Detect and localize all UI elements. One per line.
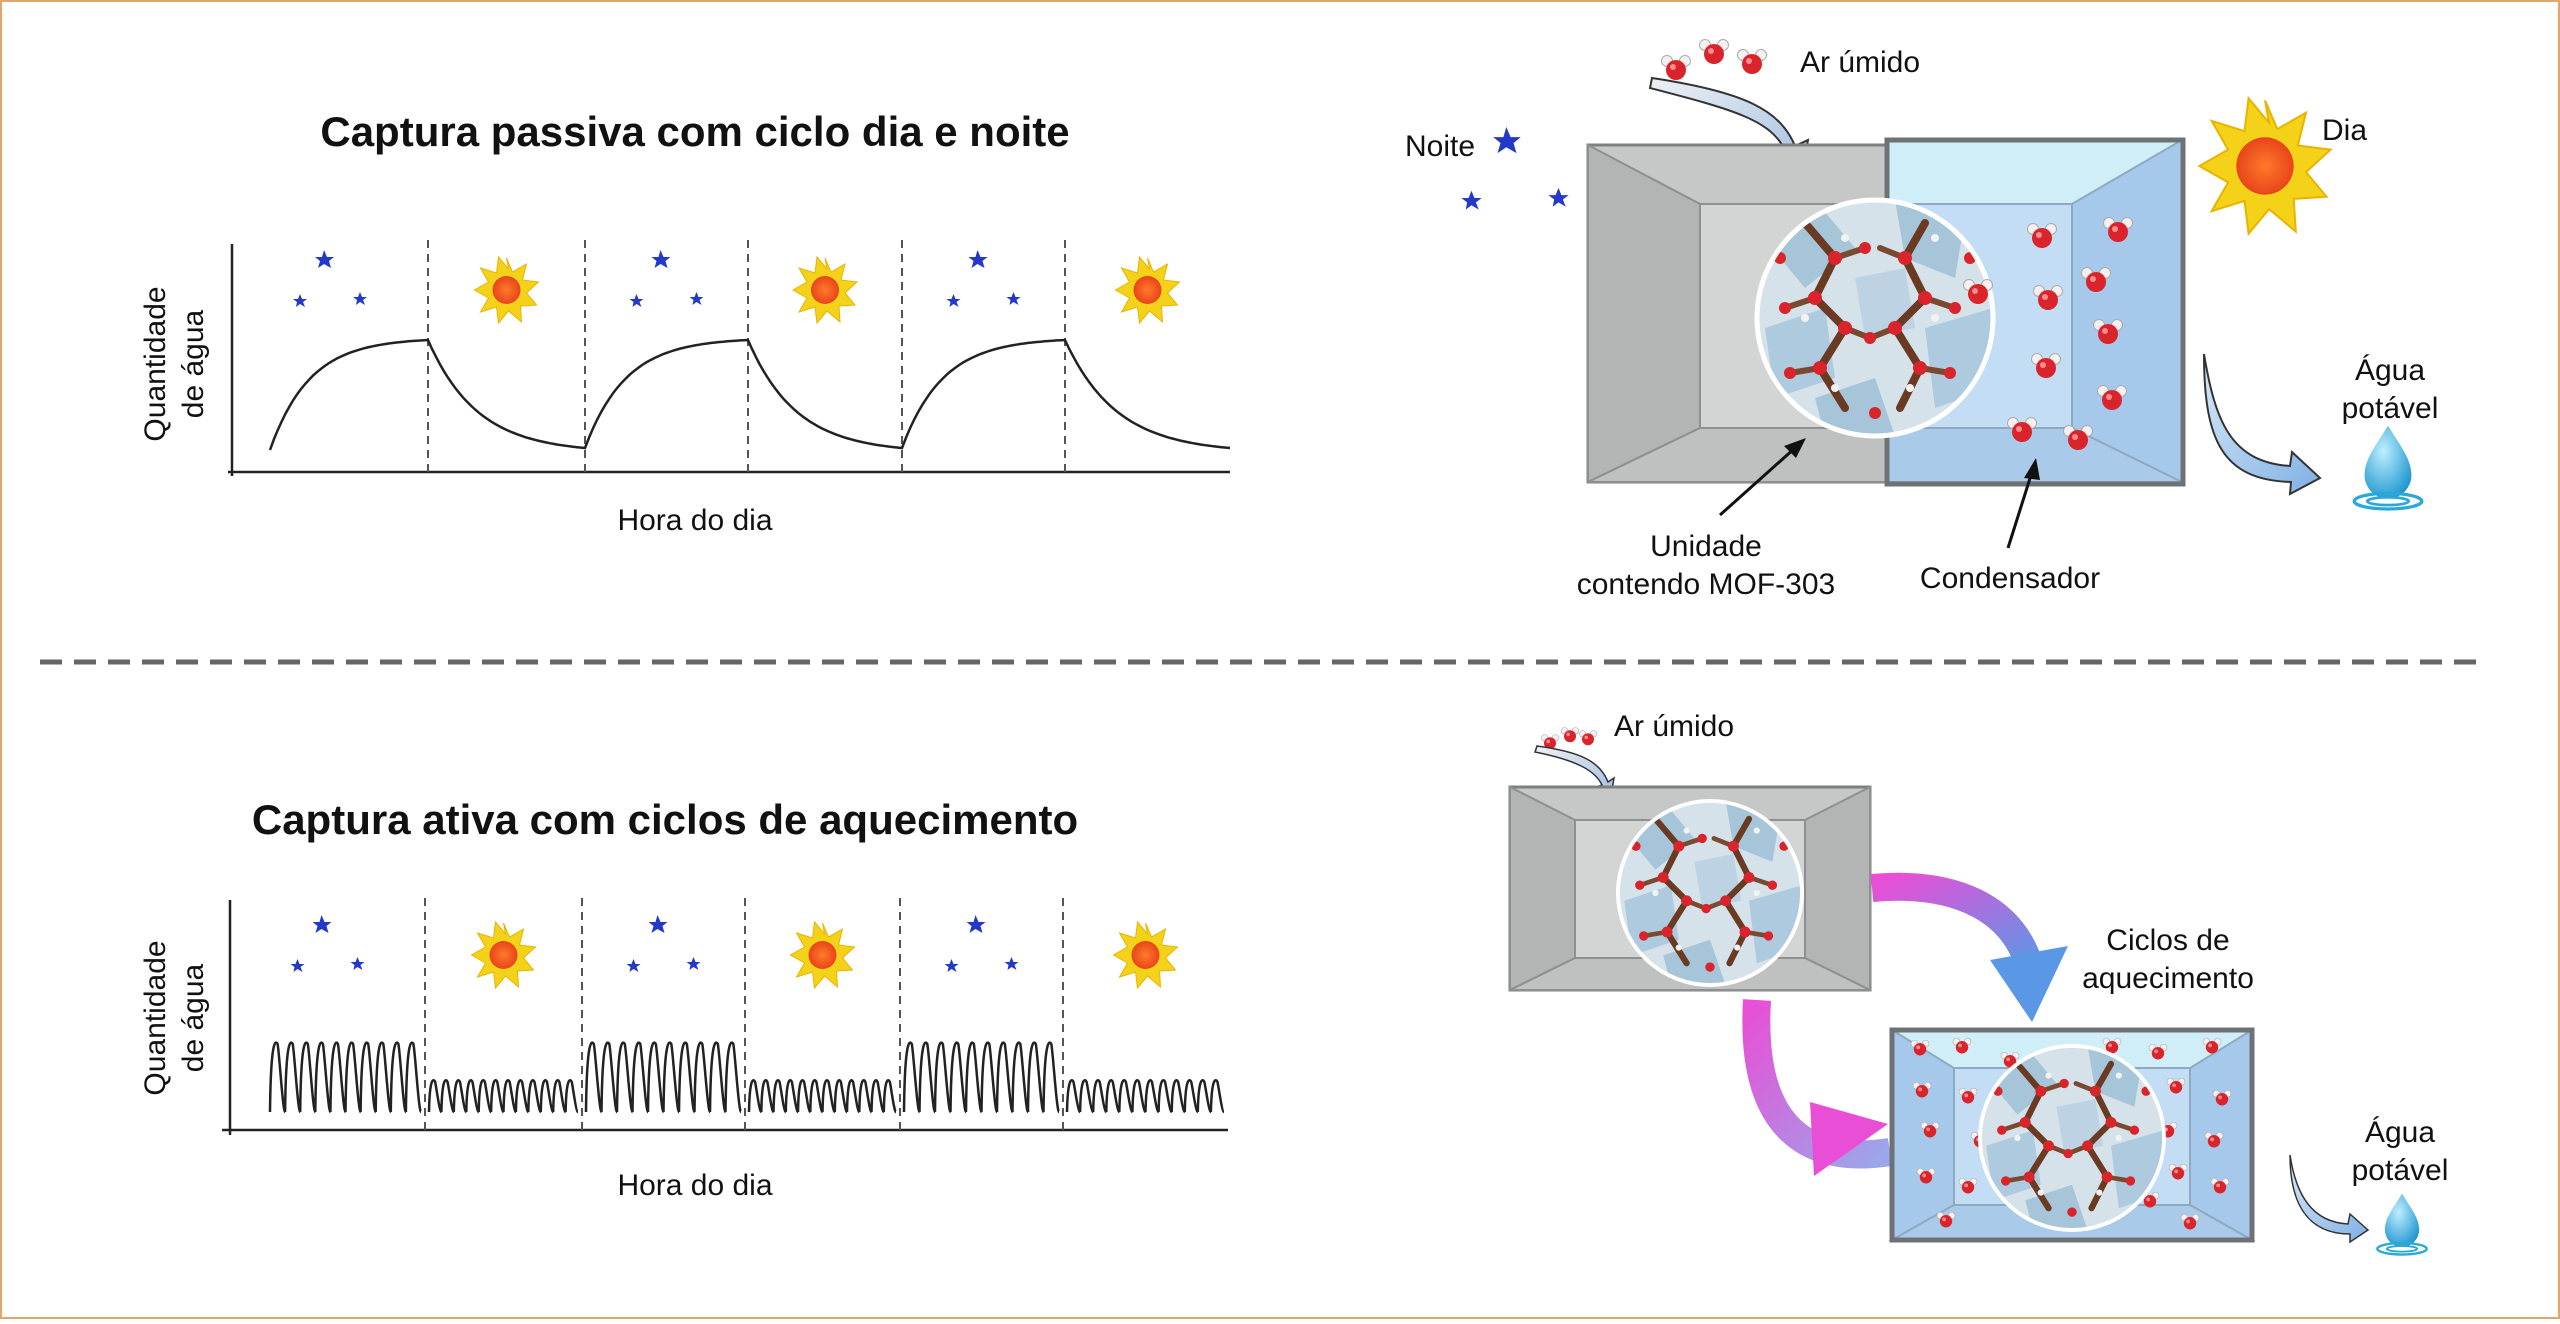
cycle-arrowhead-blue xyxy=(1990,946,2068,1022)
humid-air-label-top: Ar úmido xyxy=(1800,46,1920,79)
potable-water-label-bottom-line1: Água xyxy=(2365,1116,2435,1149)
active-y-axis-label-line2: de água xyxy=(177,963,210,1072)
sun-icon xyxy=(1115,256,1180,324)
moon-stars-icon xyxy=(290,915,365,978)
passive-y-axis-label-line1: Quantidade xyxy=(139,286,172,441)
mof-structure-icon-grey-chamber xyxy=(1616,801,1802,985)
potable-water-label-bottom-line2: potável xyxy=(2352,1154,2449,1187)
active-device: Ar úmido Ciclos de aquecimento xyxy=(1508,710,2449,1256)
active-chart-title: Captura ativa com ciclos de aquecimento xyxy=(252,796,1078,843)
mof-unit-label-line1: Unidade xyxy=(1650,530,1762,563)
humid-air-label-bottom: Ar úmido xyxy=(1614,710,1734,743)
moon-stars-icon xyxy=(946,250,1021,313)
water-outflow-arrow-top xyxy=(2203,353,2322,496)
moon-stars-icon xyxy=(944,915,1019,978)
active-x-axis-label: Hora do dia xyxy=(617,1169,772,1202)
moon-stars-icon xyxy=(629,250,704,313)
heating-cycles-label-line2: aquecimento xyxy=(2082,962,2254,995)
water-drop-icon-bottom xyxy=(2376,1192,2428,1256)
sun-icon xyxy=(790,921,855,989)
condenser-pointer-arrow xyxy=(2006,471,2034,549)
water-drop-icon-top xyxy=(2352,424,2424,511)
active-water-curve xyxy=(268,1041,1226,1114)
sun-icon xyxy=(471,921,536,989)
heating-cycles-label-line1: Ciclos de xyxy=(2106,924,2229,957)
night-icon xyxy=(1461,127,1569,218)
humid-air-molecules-bottom xyxy=(1540,727,1597,750)
passive-device: Ar úmido Noite Dia xyxy=(1405,39,2439,601)
passive-water-curve xyxy=(268,338,1231,451)
moon-stars-icon xyxy=(293,250,367,313)
unit-pointer-arrow xyxy=(1719,446,1796,517)
passive-chart-title: Captura passiva com ciclo dia e noite xyxy=(320,108,1069,155)
sun-icon xyxy=(792,256,858,324)
sun-icon xyxy=(474,256,539,324)
potable-water-label-top-line1: Água xyxy=(2355,354,2425,387)
potable-water-label-top-line2: potável xyxy=(2342,392,2439,425)
active-capture-chart: Captura ativa com ciclos de aquecimento … xyxy=(139,796,1228,1202)
water-outflow-arrow-bottom xyxy=(2289,1154,2370,1244)
mof-structure-icon-blue-chamber xyxy=(1978,1046,2164,1230)
condenser-label: Condensador xyxy=(1920,562,2100,595)
day-sun-icon xyxy=(2198,97,2332,235)
day-label: Dia xyxy=(2322,114,2367,147)
sun-icon xyxy=(1113,921,1178,989)
cycle-arrowhead-pink xyxy=(1810,1102,1888,1176)
mof-structure-icon xyxy=(1755,200,1993,436)
passive-y-axis-label-line2: de água xyxy=(177,309,210,418)
night-label: Noite xyxy=(1405,130,1475,163)
passive-capture-chart: Captura passiva com ciclo dia e noite Qu… xyxy=(139,108,1231,537)
moon-stars-icon xyxy=(626,915,701,978)
heating-cycles-arrows xyxy=(1742,872,2068,1176)
passive-x-axis-label: Hora do dia xyxy=(617,504,772,537)
mof-unit-label-line2: contendo MOF-303 xyxy=(1577,568,1835,601)
active-y-axis-label-line1: Quantidade xyxy=(139,940,172,1095)
humid-air-molecules-top xyxy=(1661,39,1767,81)
